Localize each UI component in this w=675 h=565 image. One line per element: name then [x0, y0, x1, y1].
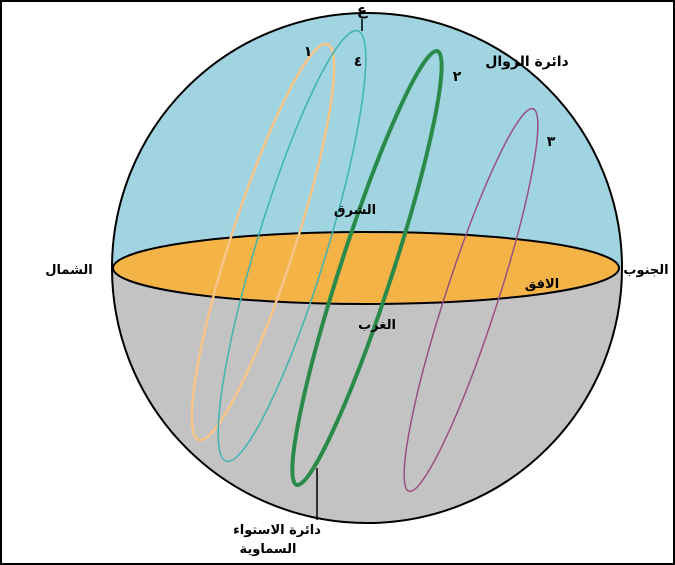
path-4-ellipse: [217, 29, 367, 463]
sphere-outline: [111, 12, 623, 524]
meridian-label: دائرة الزوال: [485, 54, 569, 70]
ground-hemisphere: [112, 268, 622, 523]
zenith-label: ع: [357, 2, 368, 19]
celestial-equator-label-line1: دائرة الاستواء: [233, 523, 321, 538]
horizon-label: الافق: [525, 277, 559, 292]
path-3-ellipse: [403, 107, 539, 493]
west-label: الغرب: [358, 318, 396, 333]
path-3-label: ٣: [547, 134, 556, 150]
path-1-ellipse: [190, 42, 336, 442]
path-4-label: ٤: [354, 54, 363, 70]
north-label: الشمال: [45, 263, 92, 278]
path-1-label: ١: [304, 44, 313, 60]
path-2-ellipse: [290, 49, 444, 487]
horizon-plane: [112, 231, 620, 305]
celestial-equator-label-line2: السماوية: [239, 542, 296, 557]
south-label: الجنوب: [623, 263, 668, 278]
sky-hemisphere: [112, 13, 622, 268]
east-label: الشرق: [334, 203, 376, 218]
path-2-label: ٢: [453, 69, 462, 85]
